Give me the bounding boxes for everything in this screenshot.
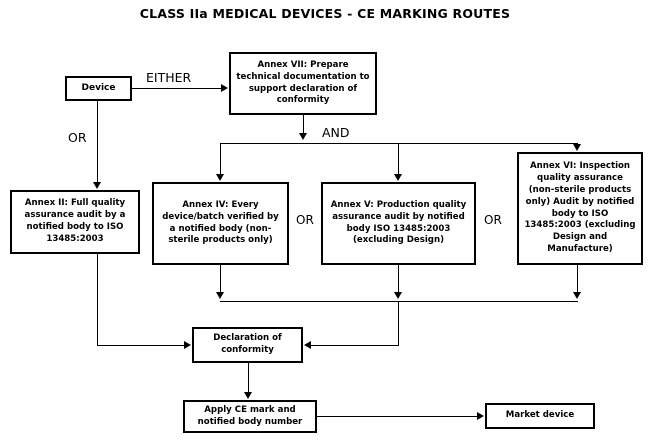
node-device-label: Device [81,83,116,94]
edge-collector-bus [220,301,578,302]
node-annex-iv[interactable]: Annex IV: Every device/batch verified by… [152,182,289,265]
node-declaration-label: Declaration of conformity [213,333,282,355]
arrowhead-bus-to-annex-vi [572,144,581,151]
arrowhead-device-to-annex-vii [221,83,228,92]
arrowhead-annex-ii-to-declaration [184,340,191,349]
arrowhead-collector-to-declaration [304,340,311,349]
node-annex-vi[interactable]: Annex VI: Inspection quality assurance (… [517,152,643,265]
arrowhead-bus-to-annex-iv [215,174,224,181]
arrowhead-annex-v-down [393,292,402,299]
node-declaration-of-conformity[interactable]: Declaration of conformity [192,327,303,363]
node-annex-vii[interactable]: Annex VII: Prepare technical documentati… [229,52,377,115]
arrowhead-declaration-to-apply-ce [243,392,252,399]
connector-label-and: AND [322,125,350,140]
edge-annex-ii-down [97,254,98,345]
node-annex-v-label: Annex V: Production quality assurance au… [330,199,467,246]
edge-declaration-to-apply-ce [248,363,249,393]
node-market-device-label: Market device [505,410,575,421]
node-annex-ii-label: Annex II: Full quality assurance audit b… [24,198,126,244]
arrowhead-annex-vi-down [572,292,581,299]
node-annex-vi-label: Annex VI: Inspection quality assurance (… [524,161,636,255]
edge-device-to-annex-vii [132,88,222,89]
connector-label-either: EITHER [146,70,192,85]
arrowhead-annex-iv-down [215,292,224,299]
edge-collector-to-declaration [311,345,399,346]
edge-bus-to-annex-iv [220,143,221,175]
node-market-device[interactable]: Market device [485,403,595,429]
node-apply-ce-label: Apply CE mark and notified body number [197,404,303,427]
edge-apply-ce-to-market [317,416,478,417]
node-annex-v[interactable]: Annex V: Production quality assurance au… [321,182,476,265]
arrowhead-device-to-annex-ii [92,182,101,189]
edge-annex-vii-down [303,115,304,137]
edge-annex-iv-down [220,265,221,295]
page-title: CLASS IIa MEDICAL DEVICES - CE MARKING R… [139,6,511,21]
node-annex-iv-label: Annex IV: Every device/batch verified by… [162,199,279,246]
node-annex-ii[interactable]: Annex II: Full quality assurance audit b… [10,190,140,254]
edge-collector-drop [398,301,399,345]
arrowhead-annex-vii-down [298,133,307,140]
edge-annex-v-down [398,265,399,295]
arrowhead-bus-to-annex-v [393,174,402,181]
connector-label-or-left: OR [68,130,87,145]
edge-bus-to-annex-v [398,143,399,175]
connector-label-or-iv-v: OR [296,213,314,227]
connector-label-or-v-vi: OR [484,213,502,227]
node-device[interactable]: Device [65,76,132,101]
edge-annex-vi-down [577,265,578,295]
edge-device-to-annex-ii [97,101,98,183]
node-apply-ce-mark[interactable]: Apply CE mark and notified body number [183,400,317,433]
node-annex-vii-label: Annex VII: Prepare technical documentati… [236,59,370,106]
arrowhead-apply-ce-to-market [477,411,484,420]
edge-annex-ii-to-declaration [97,345,184,346]
